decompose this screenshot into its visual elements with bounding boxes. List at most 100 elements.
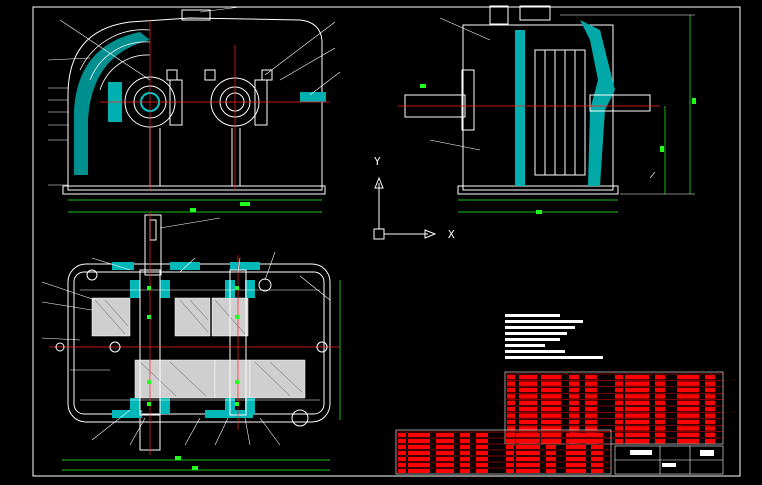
- table-cell-text: [506, 469, 514, 473]
- table-cell-text: [677, 413, 699, 418]
- table-cell-text: [585, 394, 597, 399]
- table-cell-text: [585, 400, 597, 405]
- table-cell-text: [566, 469, 586, 473]
- table-cell-text: [507, 400, 515, 405]
- table-cell-text: [516, 439, 540, 443]
- table-cell-text: [625, 419, 649, 425]
- table-cell-text: [655, 400, 665, 405]
- table-cell-text: [677, 387, 699, 393]
- table-cell-text: [519, 375, 537, 380]
- table-cell-text: [460, 433, 470, 437]
- table-cell-text: [591, 439, 603, 443]
- table-cell-text: [546, 457, 556, 461]
- table-cell-text: [398, 457, 406, 461]
- table-cell-text: [506, 433, 514, 437]
- table-cell-text: [677, 419, 699, 425]
- table-cell-text: [705, 432, 715, 437]
- table-cell-text: [615, 375, 623, 380]
- technical-notes: [505, 314, 603, 359]
- table-cell-text: [585, 413, 597, 418]
- table-cell-text: [436, 451, 454, 455]
- table-cell-text: [546, 469, 556, 473]
- table-cell-text: [398, 463, 406, 467]
- table-cell-text: [408, 463, 430, 467]
- table-cell-text: [705, 400, 715, 405]
- table-cell-text: [408, 457, 430, 461]
- table-cell-text: [655, 375, 665, 380]
- table-cell-text: [615, 432, 623, 437]
- table-cell-text: [519, 387, 537, 393]
- table-cell-text: [516, 463, 540, 467]
- table-cell-text: [625, 375, 649, 380]
- table-cell-text: [506, 457, 514, 461]
- table-cell-text: [516, 469, 540, 473]
- table-cell-text: [541, 413, 561, 418]
- side-view: [398, 5, 696, 214]
- table-cell-text: [625, 407, 649, 412]
- table-cell-text: [705, 407, 715, 412]
- table-cell-text: [705, 419, 715, 425]
- table-cell-text: [655, 432, 665, 437]
- table-cell-text: [585, 426, 597, 431]
- table-cell-text: [519, 381, 537, 386]
- table-cell-text: [655, 387, 665, 393]
- table-cell-text: [507, 419, 515, 425]
- table-cell-text: [436, 469, 454, 473]
- table-cell-text: [541, 394, 561, 399]
- table-cell-text: [506, 439, 514, 443]
- table-cell-text: [569, 426, 579, 431]
- table-cell-text: [677, 426, 699, 431]
- table-cell-text: [569, 413, 579, 418]
- table-cell-text: [506, 463, 514, 467]
- table-cell-text: [677, 407, 699, 412]
- table-cell-text: [625, 413, 649, 418]
- table-cell-text: [519, 426, 537, 431]
- table-cell-text: [615, 381, 623, 386]
- table-cell-text: [460, 445, 470, 449]
- table-cell-text: [460, 439, 470, 443]
- table-cell-text: [569, 381, 579, 386]
- table-cell-text: [546, 463, 556, 467]
- table-cell-text: [460, 451, 470, 455]
- table-cell-text: [566, 457, 586, 461]
- table-cell-text: [591, 457, 603, 461]
- table-cell-text: [408, 433, 430, 437]
- table-cell-text: [615, 400, 623, 405]
- ucs-icon: [373, 176, 437, 240]
- table-cell-text: [566, 451, 586, 455]
- table-cell-text: [541, 387, 561, 393]
- table-cell-text: [655, 426, 665, 431]
- table-cell-text: [625, 387, 649, 393]
- table-cell-text: [476, 457, 488, 461]
- table-cell-text: [436, 439, 454, 443]
- table-cell-text: [519, 394, 537, 399]
- table-cell-text: [677, 381, 699, 386]
- table-cell-text: [705, 381, 715, 386]
- table-cell-text: [507, 387, 515, 393]
- table-cell-text: [546, 445, 556, 449]
- table-cell-text: [476, 445, 488, 449]
- table-cell-text: [541, 426, 561, 431]
- table-cell-text: [519, 400, 537, 405]
- table-cell-text: [476, 439, 488, 443]
- table-cell-text: [677, 400, 699, 405]
- table-cell-text: [519, 407, 537, 412]
- table-cell-text: [625, 432, 649, 437]
- table-cell-text: [398, 469, 406, 473]
- table-cell-text: [408, 445, 430, 449]
- table-cell-text: [705, 387, 715, 393]
- table-cell-text: [541, 375, 561, 380]
- table-cell-text: [705, 413, 715, 418]
- table-cell-text: [569, 407, 579, 412]
- table-cell-text: [591, 433, 603, 437]
- table-cell-text: [655, 419, 665, 425]
- ucs-y-label: Y: [374, 155, 381, 168]
- title-block: [614, 445, 724, 475]
- table-cell-text: [507, 394, 515, 399]
- table-cell-text: [585, 419, 597, 425]
- table-cell-text: [516, 457, 540, 461]
- table-cell-text: [460, 469, 470, 473]
- table-cell-text: [677, 394, 699, 399]
- table-cell-text: [615, 394, 623, 399]
